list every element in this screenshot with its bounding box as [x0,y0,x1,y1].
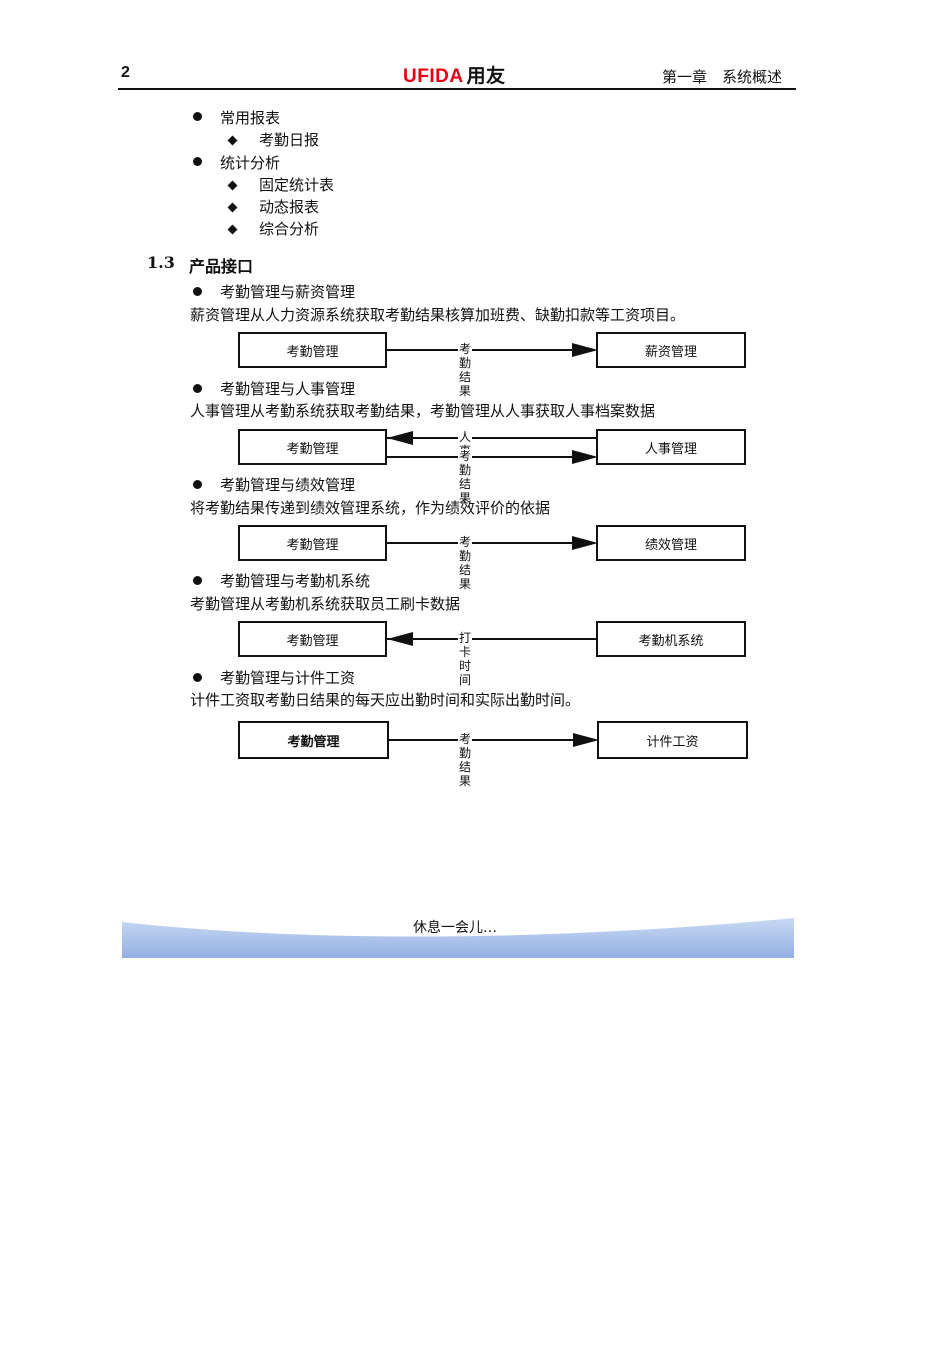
arrow-right-icon [572,450,598,464]
arrow-line [387,542,584,544]
bullet-dot-icon [193,287,202,296]
footer-wave-banner [122,918,794,958]
diagram-box-right: 计件工资 [597,721,748,759]
interface-heading: 考勤管理与绩效管理 [220,476,356,494]
arrow-left-icon [387,431,413,445]
arrow-label: 考勤结果 [458,535,473,591]
chapter-title: 第一章 系统概述 [662,68,783,86]
arrow-line [387,349,584,351]
interface-heading: 考勤管理与人事管理 [220,380,356,398]
arrow-line [387,638,597,640]
bullet-diamond-icon [227,202,238,213]
interface-heading: 考勤管理与考勤机系统 [220,572,371,590]
arrow-right-icon [572,343,598,357]
bullet-dot-icon [193,384,202,393]
diagram-box-right: 人事管理 [596,429,746,465]
bullet-dot-icon [193,480,202,489]
section-number: 1.3 [147,253,175,272]
bullet-dot-icon [193,112,202,121]
bullet-diamond-icon [227,180,238,191]
arrow-label: 打卡时间 [458,631,473,687]
bullet-diamond-icon [227,135,238,146]
footer-rest-text: 休息一会儿… [413,920,497,936]
arrow-label: 考勤结果 [458,732,473,788]
bullet-diamond-icon [227,224,238,235]
diagram-box-right: 考勤机系统 [596,621,746,657]
interface-desc: 计件工资取考勤日结果的每天应出勤时间和实际出勤时间。 [190,691,581,709]
list-item: 动态报表 [259,198,320,216]
diagram-box-right: 绩效管理 [596,525,746,561]
list-item: 固定统计表 [259,176,335,194]
diagram-box-left: 考勤管理 [238,429,387,465]
list-item: 常用报表 [220,109,281,127]
interface-heading: 考勤管理与计件工资 [220,669,356,687]
arrow-label: 考勤结果 [458,449,473,505]
arrow-line [389,739,585,741]
arrow-line [387,437,597,439]
interface-desc: 薪资管理从人力资源系统获取考勤结果核算加班费、缺勤扣款等工资项目。 [190,306,686,324]
arrow-label: 考勤结果 [458,342,473,398]
bullet-dot-icon [193,576,202,585]
diagram-box-left: 考勤管理 [238,721,389,759]
interface-desc: 考勤管理从考勤机系统获取员工刷卡数据 [190,595,461,613]
diagram-box-left: 考勤管理 [238,621,387,657]
arrow-left-icon [387,632,413,646]
logo-latin: UFIDA [403,66,464,87]
header-rule [118,88,796,90]
arrow-right-icon [573,733,599,747]
diagram-box-left: 考勤管理 [238,332,387,368]
interface-desc: 人事管理从考勤系统获取考勤结果，考勤管理从人事获取人事档案数据 [190,402,656,420]
logo-cn: 用友 [466,66,506,87]
diagram-box-right: 薪资管理 [596,332,746,368]
arrow-line [387,456,584,458]
diagram-box-left: 考勤管理 [238,525,387,561]
page-number: 2 [121,64,130,81]
section-title: 产品接口 [189,257,254,276]
arrow-right-icon [572,536,598,550]
list-item: 考勤日报 [259,131,320,149]
list-item: 综合分析 [259,220,320,238]
interface-desc: 将考勤结果传递到绩效管理系统，作为绩效评价的依据 [190,499,551,517]
list-item: 统计分析 [220,154,281,172]
interface-heading: 考勤管理与薪资管理 [220,283,356,301]
bullet-dot-icon [193,673,202,682]
bullet-dot-icon [193,157,202,166]
